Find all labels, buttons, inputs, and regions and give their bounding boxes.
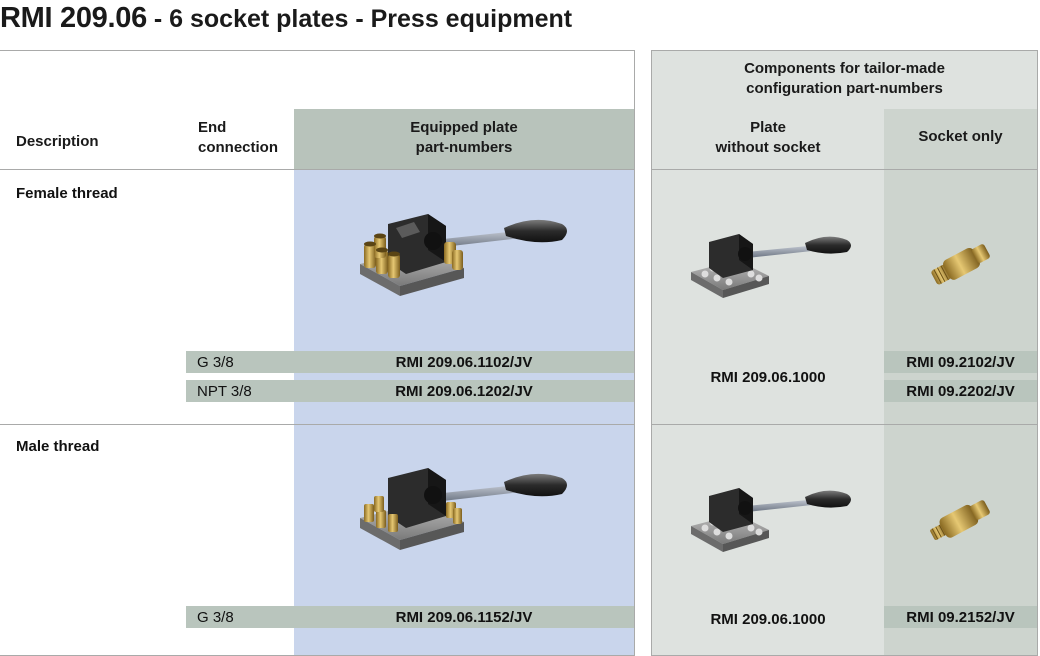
end-connection-header: End connection [198, 118, 278, 158]
female-g38-connection: G 3/8 [186, 351, 294, 373]
female-g38-equipped-number: RMI 209.06.1102/JV [294, 351, 634, 373]
row-female-thread-label: Female thread [16, 185, 118, 202]
male-g38-connection: G 3/8 [186, 606, 294, 628]
plate-header-line2: without socket [715, 139, 821, 156]
title-rest: - 6 socket plates - Press equipment [146, 5, 573, 33]
male-sockets [364, 496, 462, 532]
plate-without-socket-female-image [691, 234, 851, 298]
equipped-plate-header: Equipped plate part-numbers [294, 118, 634, 158]
end-connection-header-line1: End [198, 119, 227, 136]
socket-only-female-image [931, 244, 990, 285]
socket-only-male-image [930, 500, 990, 540]
equipped-plate-header-line2: part-numbers [415, 139, 513, 156]
row-male-thread-label: Male thread [16, 438, 100, 455]
female-npt38-socket-number: RMI 09.2202/JV [884, 380, 1037, 402]
female-npt38-equipped-number: RMI 209.06.1202/JV [294, 380, 634, 402]
male-g38-equipped-number: RMI 209.06.1152/JV [294, 606, 634, 628]
female-sockets [364, 233, 463, 278]
equipped-plate-header-line1: Equipped plate [410, 119, 518, 136]
plate-without-socket-header: Plate without socket [652, 118, 884, 158]
components-header: Components for tailor-made configuration… [652, 59, 1037, 99]
equipped-column-bg [294, 169, 634, 655]
equipped-plate-female-image [360, 214, 567, 296]
female-plate-number: RMI 209.06.1000 [710, 368, 826, 386]
male-g38-socket-number: RMI 09.2152/JV [884, 606, 1037, 628]
components-header-line2: configuration part-numbers [746, 80, 943, 97]
plate-header-line1: Plate [750, 119, 786, 136]
socket-only-header: Socket only [918, 128, 1003, 145]
female-g38-socket-number: RMI 09.2102/JV [884, 351, 1037, 373]
female-npt38-connection: NPT 3/8 [186, 380, 294, 402]
end-connection-header-line2: connection [198, 139, 279, 156]
title-code: RMI 209.06 [0, 2, 147, 34]
equipped-plate-male-image [360, 468, 567, 550]
components-header-line1: Components for tailor-made [744, 60, 945, 77]
male-plate-number: RMI 209.06.1000 [710, 610, 826, 628]
plate-without-socket-male-image [691, 488, 851, 552]
page-title: RMI 209.06 - 6 socket plates - Press equ… [0, 2, 572, 35]
equipped-header-bg [294, 109, 634, 169]
description-header: Description [16, 133, 99, 150]
